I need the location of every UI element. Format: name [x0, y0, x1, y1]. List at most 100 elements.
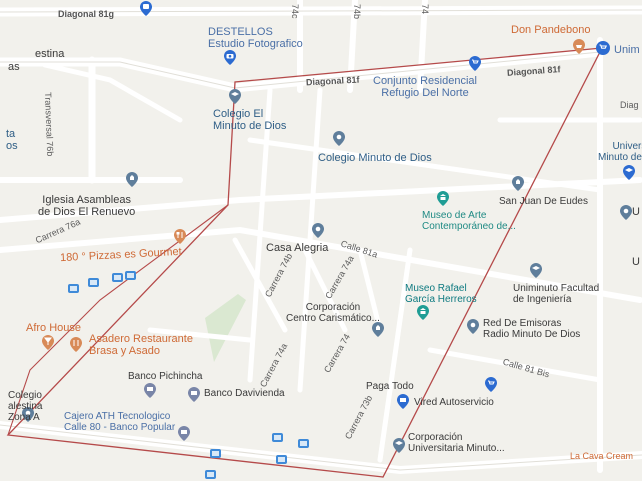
place-label-museo-arte[interactable]: Museo de Arte Contemporáneo de...: [422, 210, 516, 232]
place-label-line: as: [8, 61, 20, 73]
place-label-line: DESTELLOS: [208, 26, 273, 38]
place-label-line: Banco Davivienda: [204, 388, 285, 399]
place-label-destellos[interactable]: DESTELLOS Estudio Fotografico: [208, 26, 303, 50]
place-label-line: Estudio Fotografico: [208, 38, 303, 50]
place-label-colegio-minuto[interactable]: Colegio Minuto de Dios: [318, 153, 432, 164]
school-icon[interactable]: [528, 262, 544, 278]
place-label-line: Contemporáneo de...: [422, 221, 516, 232]
place-label-line: alestina: [8, 401, 43, 412]
place-label-red-emisoras[interactable]: Red De Emisoras Radio Minuto De Dios: [483, 318, 580, 340]
bus-stop-icon[interactable]: [68, 284, 79, 293]
place-label-banco-davivienda[interactable]: Banco Davivienda: [204, 388, 285, 399]
shop-icon[interactable]: [395, 393, 411, 409]
place-label-don-pandebono[interactable]: Don Pandebono: [511, 25, 591, 36]
place-label-paga-todo[interactable]: Paga Todo: [366, 381, 414, 392]
park-area: [205, 294, 246, 362]
place-label-line: U: [632, 206, 640, 218]
place-label-san-juan[interactable]: San Juan De Eudes: [499, 196, 588, 207]
bus-stop-icon[interactable]: [138, 0, 154, 16]
place-label-line: de Ingeniería: [513, 294, 572, 305]
place-icon[interactable]: [465, 318, 481, 334]
restaurant-icon[interactable]: [172, 228, 188, 244]
bakery-icon[interactable]: [571, 38, 587, 54]
school-icon[interactable]: [618, 204, 634, 220]
bus-stop-icon[interactable]: [210, 449, 221, 458]
school-icon[interactable]: [227, 88, 243, 104]
place-label-iglesia[interactable]: Iglesia Asambleas de Dios El Renuevo: [38, 194, 135, 218]
place-label-uniminuto-ingenieria[interactable]: Uniminuto Facultad de Ingeniería: [513, 283, 599, 305]
museum-icon[interactable]: [415, 304, 431, 320]
place-label-corporacion-universitaria[interactable]: Corporación Universitaria Minuto...: [408, 432, 505, 454]
shopping-cart-icon[interactable]: [467, 55, 483, 71]
bus-stop-icon[interactable]: [298, 439, 309, 448]
church-icon[interactable]: [510, 175, 526, 191]
place-label-vired[interactable]: Vired Autoservicio: [414, 397, 494, 408]
place-label-line: Colegio El: [213, 108, 264, 120]
place-label-line: Colegio Minuto de Dios: [318, 152, 432, 164]
place-label-line: Vired Autoservicio: [414, 397, 494, 408]
restaurant-icon[interactable]: [68, 336, 84, 352]
bus-stop-icon[interactable]: [112, 273, 123, 282]
place-label-u-right: U: [632, 207, 640, 218]
place-label-line: estina: [35, 48, 65, 60]
bus-stop-icon[interactable]: [88, 278, 99, 287]
place-label-line: Minuto de Dio: [598, 152, 642, 163]
camera-shop-icon[interactable]: [222, 49, 238, 65]
place-label-line: Corporación: [408, 432, 463, 443]
neighborhood-boundary: [6, 47, 604, 478]
museum-icon[interactable]: [435, 190, 451, 206]
place-label-line: Calle 80 - Banco Popular: [64, 422, 176, 433]
place-label-afro-house[interactable]: Afro House: [26, 323, 81, 334]
atm-icon[interactable]: [176, 425, 192, 441]
place-label-line: Museo de Arte: [422, 210, 487, 221]
church-icon[interactable]: [124, 171, 140, 187]
road-label-74c: 74c: [290, 4, 300, 19]
neighborhood-boundary-west: [7, 204, 229, 436]
place-label-line: Universida: [612, 141, 642, 152]
place-label-la-cava[interactable]: La Cava Cream: [570, 451, 633, 462]
place-label-colegio-palestina[interactable]: Colegio alestina Zona A: [8, 390, 42, 423]
bus-stop-icon[interactable]: [125, 271, 136, 280]
place-label-line: Radio Minuto De Dios: [483, 329, 581, 340]
place-label-line: U: [632, 256, 640, 268]
church-icon[interactable]: [370, 321, 386, 337]
shopping-cart-icon[interactable]: [483, 376, 499, 392]
place-label-line: Cajero ATH Tecnologico: [64, 411, 171, 422]
bus-stop-icon[interactable]: [272, 433, 283, 442]
place-label-line: Conjunto Residencial: [373, 75, 477, 87]
school-icon[interactable]: [621, 164, 637, 180]
shopping-cart-icon[interactable]: [595, 40, 611, 56]
bar-icon[interactable]: [40, 334, 56, 350]
place-label-line: Red De Emisoras: [483, 318, 562, 329]
place-label-casa-alegria[interactable]: Casa Alegria: [266, 243, 328, 254]
road-label-74b: 74b: [352, 4, 362, 20]
place-label-line: Universitaria Minuto...: [408, 443, 505, 454]
road-label-diagonal-81g: Diagonal 81g: [58, 9, 115, 19]
place-label-line: Zona A: [8, 412, 40, 423]
place-label-line: os: [6, 140, 18, 152]
place-label-corporacion-centro[interactable]: Corporación Centro Carismático...: [286, 302, 380, 324]
place-label-line: Casa Alegria: [266, 242, 329, 254]
place-label-line: Brasa y Asado: [89, 345, 160, 357]
place-label-line: ta: [6, 128, 16, 140]
bank-icon[interactable]: [142, 382, 158, 398]
place-label-banco-pichincha[interactable]: Banco Pichincha: [128, 371, 203, 382]
school-icon[interactable]: [20, 406, 36, 422]
place-label-conjunto-residencial[interactable]: Conjunto Residencial Refugio Del Norte: [373, 75, 477, 99]
school-icon[interactable]: [391, 437, 407, 453]
place-label-cajero[interactable]: Cajero ATH Tecnologico Calle 80 - Banco …: [64, 411, 175, 433]
bus-stop-icon[interactable]: [276, 455, 287, 464]
bank-icon[interactable]: [186, 386, 202, 402]
place-icon[interactable]: [310, 222, 326, 238]
bus-stop-icon[interactable]: [205, 470, 216, 479]
school-icon[interactable]: [331, 130, 347, 146]
place-label-unim[interactable]: Unim: [614, 45, 640, 56]
place-label-colegio-el-minuto[interactable]: Colegio El Minuto de Dios: [213, 108, 286, 132]
place-label-line: Don Pandebono: [511, 24, 591, 36]
place-label-line: La Cava Cream: [570, 451, 634, 461]
place-label-museo-rafael[interactable]: Museo Rafael García Herreros: [405, 283, 477, 305]
place-label-asadero[interactable]: Asadero Restaurante Brasa y Asado: [89, 333, 193, 357]
place-label-universidad[interactable]: Universida Minuto de Dio: [598, 141, 642, 163]
